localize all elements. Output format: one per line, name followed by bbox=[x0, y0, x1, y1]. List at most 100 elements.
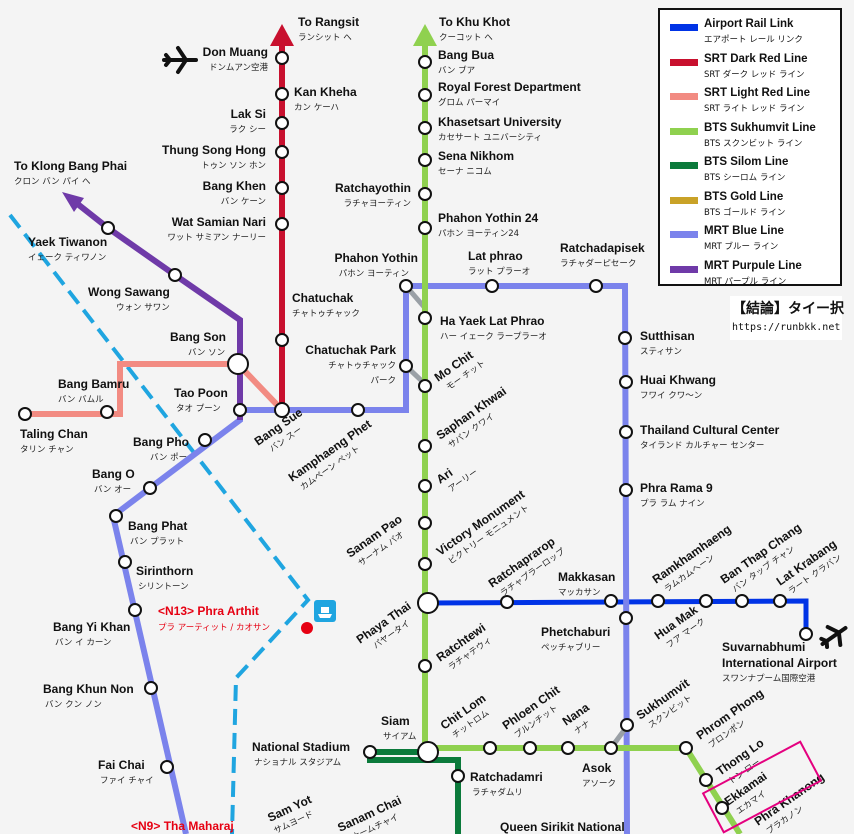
station-siam[interactable] bbox=[417, 741, 439, 763]
legend-label-jp: MRT ブルー ライン bbox=[704, 242, 779, 252]
station-ramkhamhaeng[interactable] bbox=[651, 594, 665, 608]
label-bang-o-jp: バン オー bbox=[94, 485, 131, 495]
legend-swatch bbox=[670, 231, 698, 238]
station-sirinthorn[interactable] bbox=[118, 555, 132, 569]
station-ratchadapisek[interactable] bbox=[589, 279, 603, 293]
station-taling-chan[interactable] bbox=[18, 407, 32, 421]
pier-marker-phra-arthit[interactable] bbox=[301, 622, 313, 634]
airport-rail-link-line bbox=[427, 598, 809, 634]
label-sena-nikhom: Sena Nikhom bbox=[438, 149, 514, 163]
station-sena-nikhom[interactable] bbox=[418, 153, 432, 167]
station-phloen-chit[interactable] bbox=[523, 741, 537, 755]
station-tao-poon[interactable] bbox=[233, 403, 247, 417]
station-thung-song-hong[interactable] bbox=[275, 145, 289, 159]
legend-label: BTS Silom Line bbox=[704, 156, 789, 168]
label-kan-kheha-jp: カン ケーハ bbox=[294, 103, 339, 113]
station-sutthisan[interactable] bbox=[618, 331, 632, 345]
station-chatuchak-park[interactable] bbox=[399, 359, 413, 373]
station-thai-cultural[interactable] bbox=[619, 425, 633, 439]
label-lak-si: Lak Si bbox=[231, 107, 266, 121]
legend-swatch bbox=[670, 93, 698, 100]
station-kasetsart[interactable] bbox=[418, 121, 432, 135]
station-victory[interactable] bbox=[418, 557, 432, 571]
station-don-muang[interactable] bbox=[275, 87, 289, 101]
station-huai-khwang[interactable] bbox=[619, 375, 633, 389]
station-bang-yi-khan[interactable] bbox=[128, 603, 142, 617]
label-thai-cultural: Thailand Cultural Center bbox=[640, 423, 780, 437]
label-thung-song-hong-jp: トゥン ソン ホン bbox=[201, 161, 266, 171]
station-ratchathewi[interactable] bbox=[418, 659, 432, 673]
station-phaya-thai[interactable] bbox=[417, 592, 439, 614]
station-ari[interactable] bbox=[418, 479, 432, 493]
label-thung-song-hong: Thung Song Hong bbox=[162, 143, 266, 157]
boat-icon bbox=[314, 600, 336, 622]
label-bang-phat: Bang Phat bbox=[128, 519, 187, 533]
legend-swatch bbox=[670, 58, 698, 66]
station-ekkamai[interactable] bbox=[715, 801, 729, 815]
label-bang-bamru-jp: バン バムル bbox=[58, 395, 104, 405]
station-sukhumvit[interactable] bbox=[620, 718, 634, 732]
station-phahon-yothin[interactable] bbox=[399, 279, 413, 293]
station-bang-bamru[interactable] bbox=[100, 405, 114, 419]
station-kan-kheha[interactable] bbox=[275, 51, 289, 65]
station-bang-bua[interactable] bbox=[418, 55, 432, 69]
label-thai-cultural-jp: タイランド カルチャー センター bbox=[640, 441, 764, 451]
station-phrom-phong[interactable] bbox=[679, 741, 693, 755]
station-phahon-24[interactable] bbox=[418, 221, 432, 235]
label-ratchadapisek-jp: ラチャダーピセーク bbox=[560, 258, 636, 269]
station-chatuchak[interactable] bbox=[275, 333, 289, 347]
station-ratchaprarop[interactable] bbox=[500, 595, 514, 609]
label-chatuchak-park-jp1: チャトゥチャック bbox=[328, 361, 396, 371]
chao-phraya-boat-route bbox=[8, 213, 311, 834]
station-bang-khen[interactable] bbox=[275, 181, 289, 195]
station-ban-thap-chang[interactable] bbox=[735, 594, 749, 608]
station-ha-yaek[interactable] bbox=[418, 311, 432, 325]
station-thong-lo[interactable] bbox=[699, 773, 713, 787]
label-tao-poon-jp: タオ プーン bbox=[176, 404, 221, 414]
label-royal-forest: Royal Forest Department bbox=[438, 80, 581, 94]
station-wat-samian[interactable] bbox=[275, 217, 289, 231]
label-chatuchak: Chatuchak bbox=[292, 291, 354, 305]
station-wong-sawang[interactable] bbox=[168, 268, 182, 282]
station-kamphaeng-phet[interactable] bbox=[351, 403, 365, 417]
station-bang-phat[interactable] bbox=[109, 509, 123, 523]
station-makkasan[interactable] bbox=[604, 594, 618, 608]
station-bang-pho[interactable] bbox=[198, 433, 212, 447]
station-nana[interactable] bbox=[561, 741, 575, 755]
label-wat-samian: Wat Samian Nari bbox=[172, 215, 266, 229]
label-bang-bamru: Bang Bamru bbox=[58, 377, 129, 391]
label-to-klong: To Klong Bang Phai bbox=[14, 159, 127, 173]
site-logo[interactable]: 【結論】タイー択 https://runbkk.net bbox=[730, 296, 844, 340]
station-phetchaburi[interactable] bbox=[619, 611, 633, 625]
station-bang-son[interactable] bbox=[227, 353, 249, 375]
station-saphan-khwai[interactable] bbox=[418, 439, 432, 453]
station-national-stadium[interactable] bbox=[363, 745, 377, 759]
station-bang-khun-non[interactable] bbox=[144, 681, 158, 695]
station-royal-forest[interactable] bbox=[418, 88, 432, 102]
label-bang-yi-khan: Bang Yi Khan bbox=[53, 620, 130, 634]
station-suvarnabhumi[interactable] bbox=[799, 627, 813, 641]
station-lak-si[interactable] bbox=[275, 116, 289, 130]
label-siam-jp: サイアム bbox=[383, 732, 416, 742]
station-hua-mak[interactable] bbox=[699, 594, 713, 608]
legend-label: MRT Purpule Line bbox=[704, 259, 802, 272]
station-fai-chai[interactable] bbox=[160, 760, 174, 774]
station-phra-rama9[interactable] bbox=[619, 483, 633, 497]
label-bang-khun-non: Bang Khun Non bbox=[43, 682, 134, 696]
station-bang-o[interactable] bbox=[143, 481, 157, 495]
station-mo-chit[interactable] bbox=[418, 379, 432, 393]
logo-url[interactable]: https://runbkk.net bbox=[732, 322, 841, 333]
label-phahon-24-jp: パホン ヨーティン24 bbox=[438, 229, 519, 239]
station-ratchadamri[interactable] bbox=[451, 769, 465, 783]
label-sirinthorn: Sirinthorn bbox=[136, 564, 193, 578]
station-ratchayothin[interactable] bbox=[418, 187, 432, 201]
station-chit-lom[interactable] bbox=[483, 741, 497, 755]
station-asok[interactable] bbox=[604, 741, 618, 755]
station-bang-sue[interactable] bbox=[274, 402, 290, 418]
station-lat-krabang[interactable] bbox=[773, 594, 787, 608]
label-phahon-24: Phahon Yothin 24 bbox=[438, 211, 539, 225]
station-sanam-pao[interactable] bbox=[418, 516, 432, 530]
label-yaek-tiwanon-jp: イェーク ティワノン bbox=[28, 253, 106, 263]
station-yaek-tiwanon[interactable] bbox=[101, 221, 115, 235]
station-lat-phrao[interactable] bbox=[485, 279, 499, 293]
